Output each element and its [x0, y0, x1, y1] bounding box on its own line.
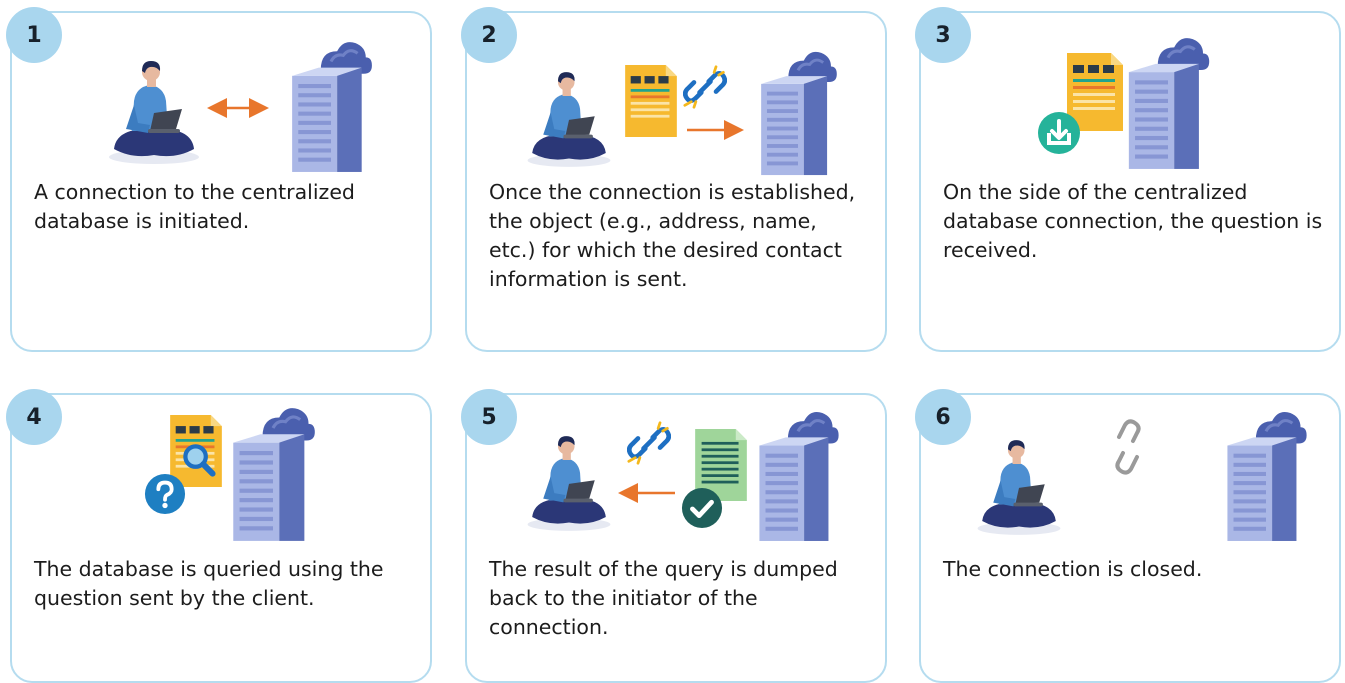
step-1-illustration [109, 40, 372, 174]
step-description: The database is queried using the questi… [34, 557, 384, 610]
step-description: The connection is closed. [943, 557, 1203, 581]
step-5-illustration [527, 410, 841, 543]
person-laptop-icon [977, 440, 1061, 535]
step-number-badge: 6 [915, 389, 971, 445]
server-cloud-icon [757, 410, 841, 543]
step-number-badge: 3 [915, 7, 971, 63]
step-3-illustration [1037, 36, 1211, 171]
step-description: On the side of the centralized database … [943, 180, 1323, 262]
step-card-3: 3 On the side of the centralized databas… [915, 7, 1341, 352]
document-search-icon [170, 415, 222, 487]
link-icon [629, 423, 669, 463]
step-6-illustration [977, 410, 1309, 543]
check-icon [682, 488, 722, 528]
person-laptop-icon [527, 436, 611, 531]
question-icon [144, 473, 186, 515]
step-card-2: 2 Once the connection is established, th… [461, 7, 887, 352]
step-description: The result of the query is dumped back t… [489, 557, 838, 639]
broken-link-icon [1115, 419, 1141, 475]
step-2-illustration [527, 50, 839, 177]
step-card-4: 4 The database is queried using the ques… [6, 389, 432, 683]
document-icon [1067, 53, 1123, 131]
person-laptop-icon [527, 72, 611, 167]
step-4-illustration [144, 406, 316, 543]
step-card-6: 6 The connection is closed. [915, 389, 1341, 683]
step-description: Once the connection is established, the … [489, 180, 856, 291]
server-cloud-icon [759, 50, 839, 177]
step-card-1: 1 A connection to the centralized databa… [6, 7, 432, 352]
server-cloud-icon [231, 406, 316, 543]
server-cloud-icon [290, 40, 372, 174]
step-card-5: 5 The result of the query is dumped back… [461, 389, 887, 683]
document-icon [625, 65, 677, 137]
step-number-badge: 1 [6, 7, 62, 63]
step-description: A connection to the centralized database… [34, 180, 355, 233]
download-icon [1037, 111, 1081, 155]
step-number-badge: 2 [461, 7, 517, 63]
link-icon [685, 67, 725, 107]
step-number-badge: 4 [6, 389, 62, 445]
person-laptop-icon [109, 61, 199, 164]
server-cloud-icon [1225, 410, 1309, 543]
server-cloud-icon [1127, 36, 1211, 171]
step-number-badge: 5 [461, 389, 517, 445]
